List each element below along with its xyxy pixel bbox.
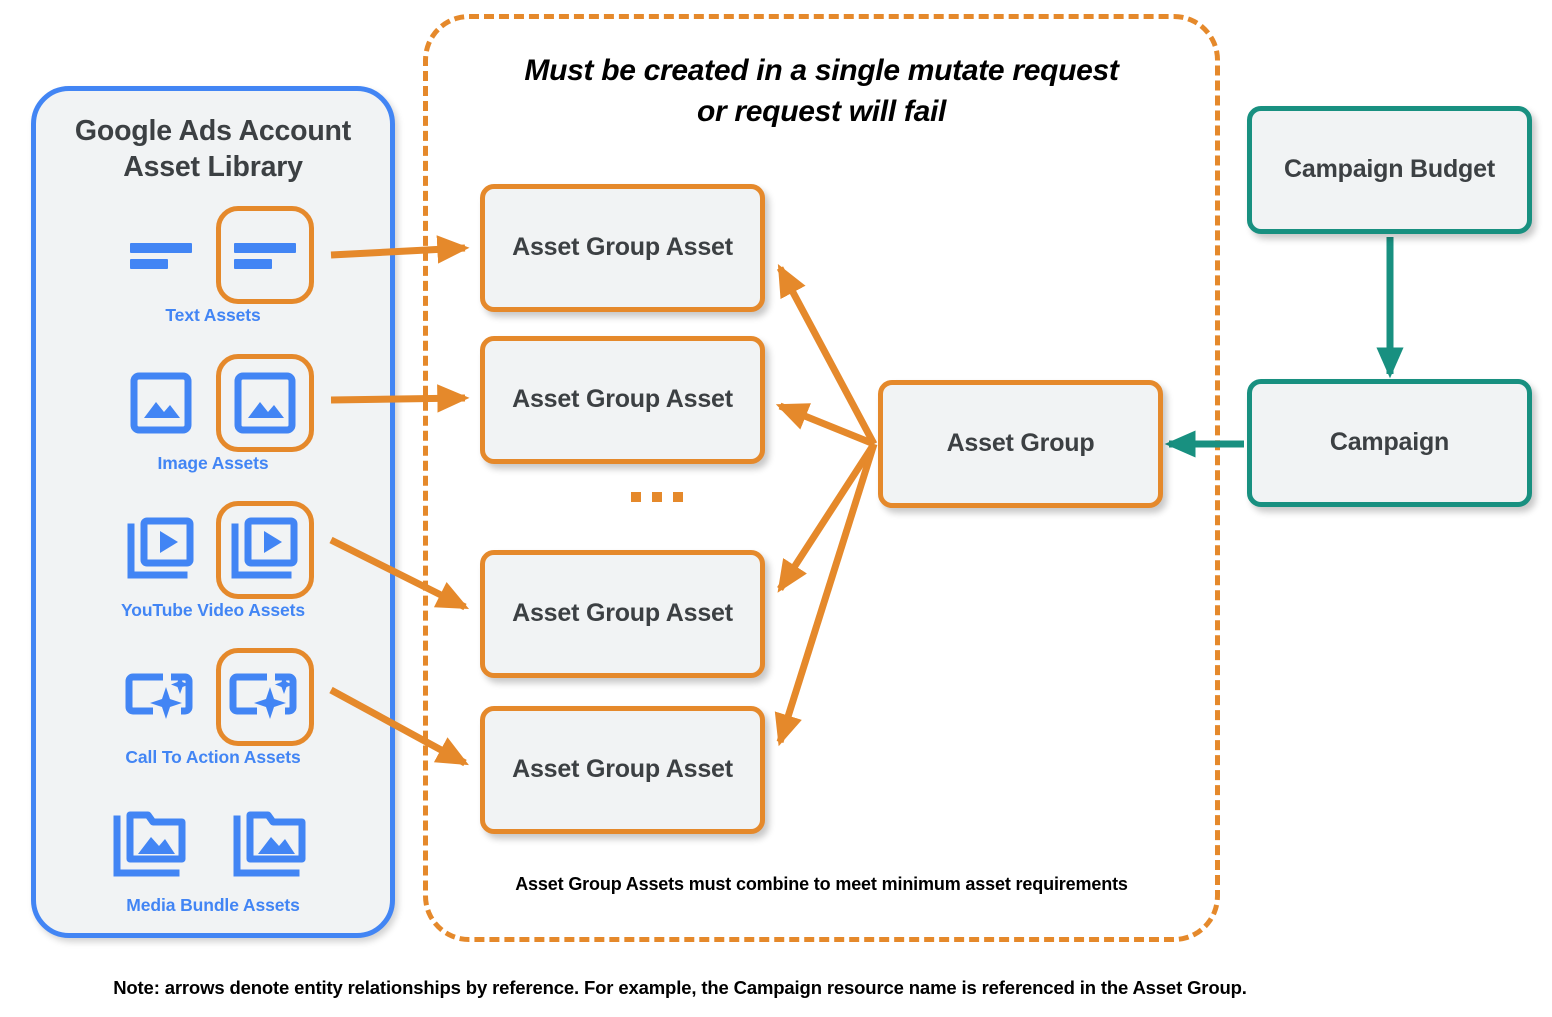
youtube-video-asset-icon-selected[interactable] — [216, 501, 314, 599]
ellipsis-dot-2 — [652, 492, 662, 502]
asset-library-panel: Google Ads Account Asset Library — [31, 86, 395, 938]
asset-group-asset-label-2: Asset Group Asset — [512, 385, 733, 414]
mutate-request-container — [423, 14, 1220, 942]
mutate-request-note: Must be created in a single mutate reque… — [425, 51, 1218, 132]
image-asset-icon-plain — [112, 354, 210, 452]
image-asset-icon — [130, 372, 192, 434]
asset-group-asset-label-3: Asset Group Asset — [512, 599, 733, 628]
asset-caption-cta: Call To Action Assets — [125, 747, 301, 767]
asset-caption-video: YouTube Video Assets — [120, 600, 306, 620]
combine-requirements-note: Asset Group Assets must combine to meet … — [515, 874, 1128, 894]
asset-row-media-bundle: Media Bundle Assets — [36, 791, 390, 941]
asset-caption-text: Text Assets — [165, 305, 261, 325]
text-asset-icon — [130, 243, 192, 269]
image-asset-icon — [234, 372, 296, 434]
asset-group-asset-node-3[interactable]: Asset Group Asset — [480, 550, 765, 678]
youtube-video-asset-icon — [231, 517, 298, 579]
asset-row-image: Image Assets — [36, 349, 390, 499]
ellipsis-indicator — [631, 492, 683, 502]
media-bundle-asset-icon — [113, 811, 186, 877]
text-asset-icon-plain — [112, 206, 210, 304]
media-bundle-asset-icon-plain-2 — [224, 796, 322, 894]
text-asset-icon-selected[interactable] — [216, 206, 314, 304]
campaign-budget-node[interactable]: Campaign Budget — [1247, 106, 1532, 234]
asset-icons-video — [36, 496, 390, 604]
asset-group-asset-node-2[interactable]: Asset Group Asset — [480, 336, 765, 464]
asset-library-title: Google Ads Account Asset Library — [36, 113, 390, 186]
call-to-action-asset-icon-plain — [112, 648, 210, 746]
asset-group-asset-node-1[interactable]: Asset Group Asset — [480, 184, 765, 312]
image-asset-icon-selected[interactable] — [216, 354, 314, 452]
asset-icons-cta — [36, 643, 390, 751]
ellipsis-dot-1 — [631, 492, 641, 502]
ellipsis-dot-3 — [673, 492, 683, 502]
asset-group-asset-label-4: Asset Group Asset — [512, 755, 733, 784]
asset-group-asset-node-4[interactable]: Asset Group Asset — [480, 706, 765, 834]
call-to-action-asset-icon-selected[interactable] — [216, 648, 314, 746]
campaign-node[interactable]: Campaign — [1247, 379, 1532, 507]
asset-group-node[interactable]: Asset Group — [878, 380, 1163, 508]
youtube-video-asset-icon — [127, 517, 194, 579]
mutate-note-line1: Must be created in a single mutate reque… — [524, 54, 1119, 87]
campaign-budget-label: Campaign Budget — [1284, 155, 1495, 184]
asset-icons-text — [36, 201, 390, 309]
youtube-video-asset-icon-plain — [112, 501, 210, 599]
call-to-action-asset-icon — [229, 673, 297, 719]
mutate-note-line2: or request will fail — [696, 94, 947, 128]
asset-library-title-line1: Google Ads Account — [74, 115, 352, 147]
media-bundle-asset-icon — [233, 811, 306, 877]
campaign-label: Campaign — [1329, 428, 1450, 457]
asset-row-cta: Call To Action Assets — [36, 643, 390, 793]
asset-group-asset-label-1: Asset Group Asset — [512, 233, 733, 262]
asset-row-video: YouTube Video Assets — [36, 496, 390, 646]
media-bundle-asset-icon-plain-1 — [104, 796, 202, 894]
asset-group-label: Asset Group — [946, 429, 1095, 458]
call-to-action-asset-icon — [125, 673, 193, 719]
footer-note: Note: arrows denote entity relationships… — [113, 977, 1247, 998]
asset-icons-media-bundle — [36, 791, 390, 899]
asset-library-title-line2: Asset Library — [123, 151, 303, 184]
text-asset-icon — [234, 243, 296, 269]
asset-icons-image — [36, 349, 390, 457]
asset-caption-media-bundle: Media Bundle Assets — [126, 895, 300, 915]
asset-caption-image: Image Assets — [157, 453, 269, 473]
asset-row-text: Text Assets — [36, 201, 390, 351]
